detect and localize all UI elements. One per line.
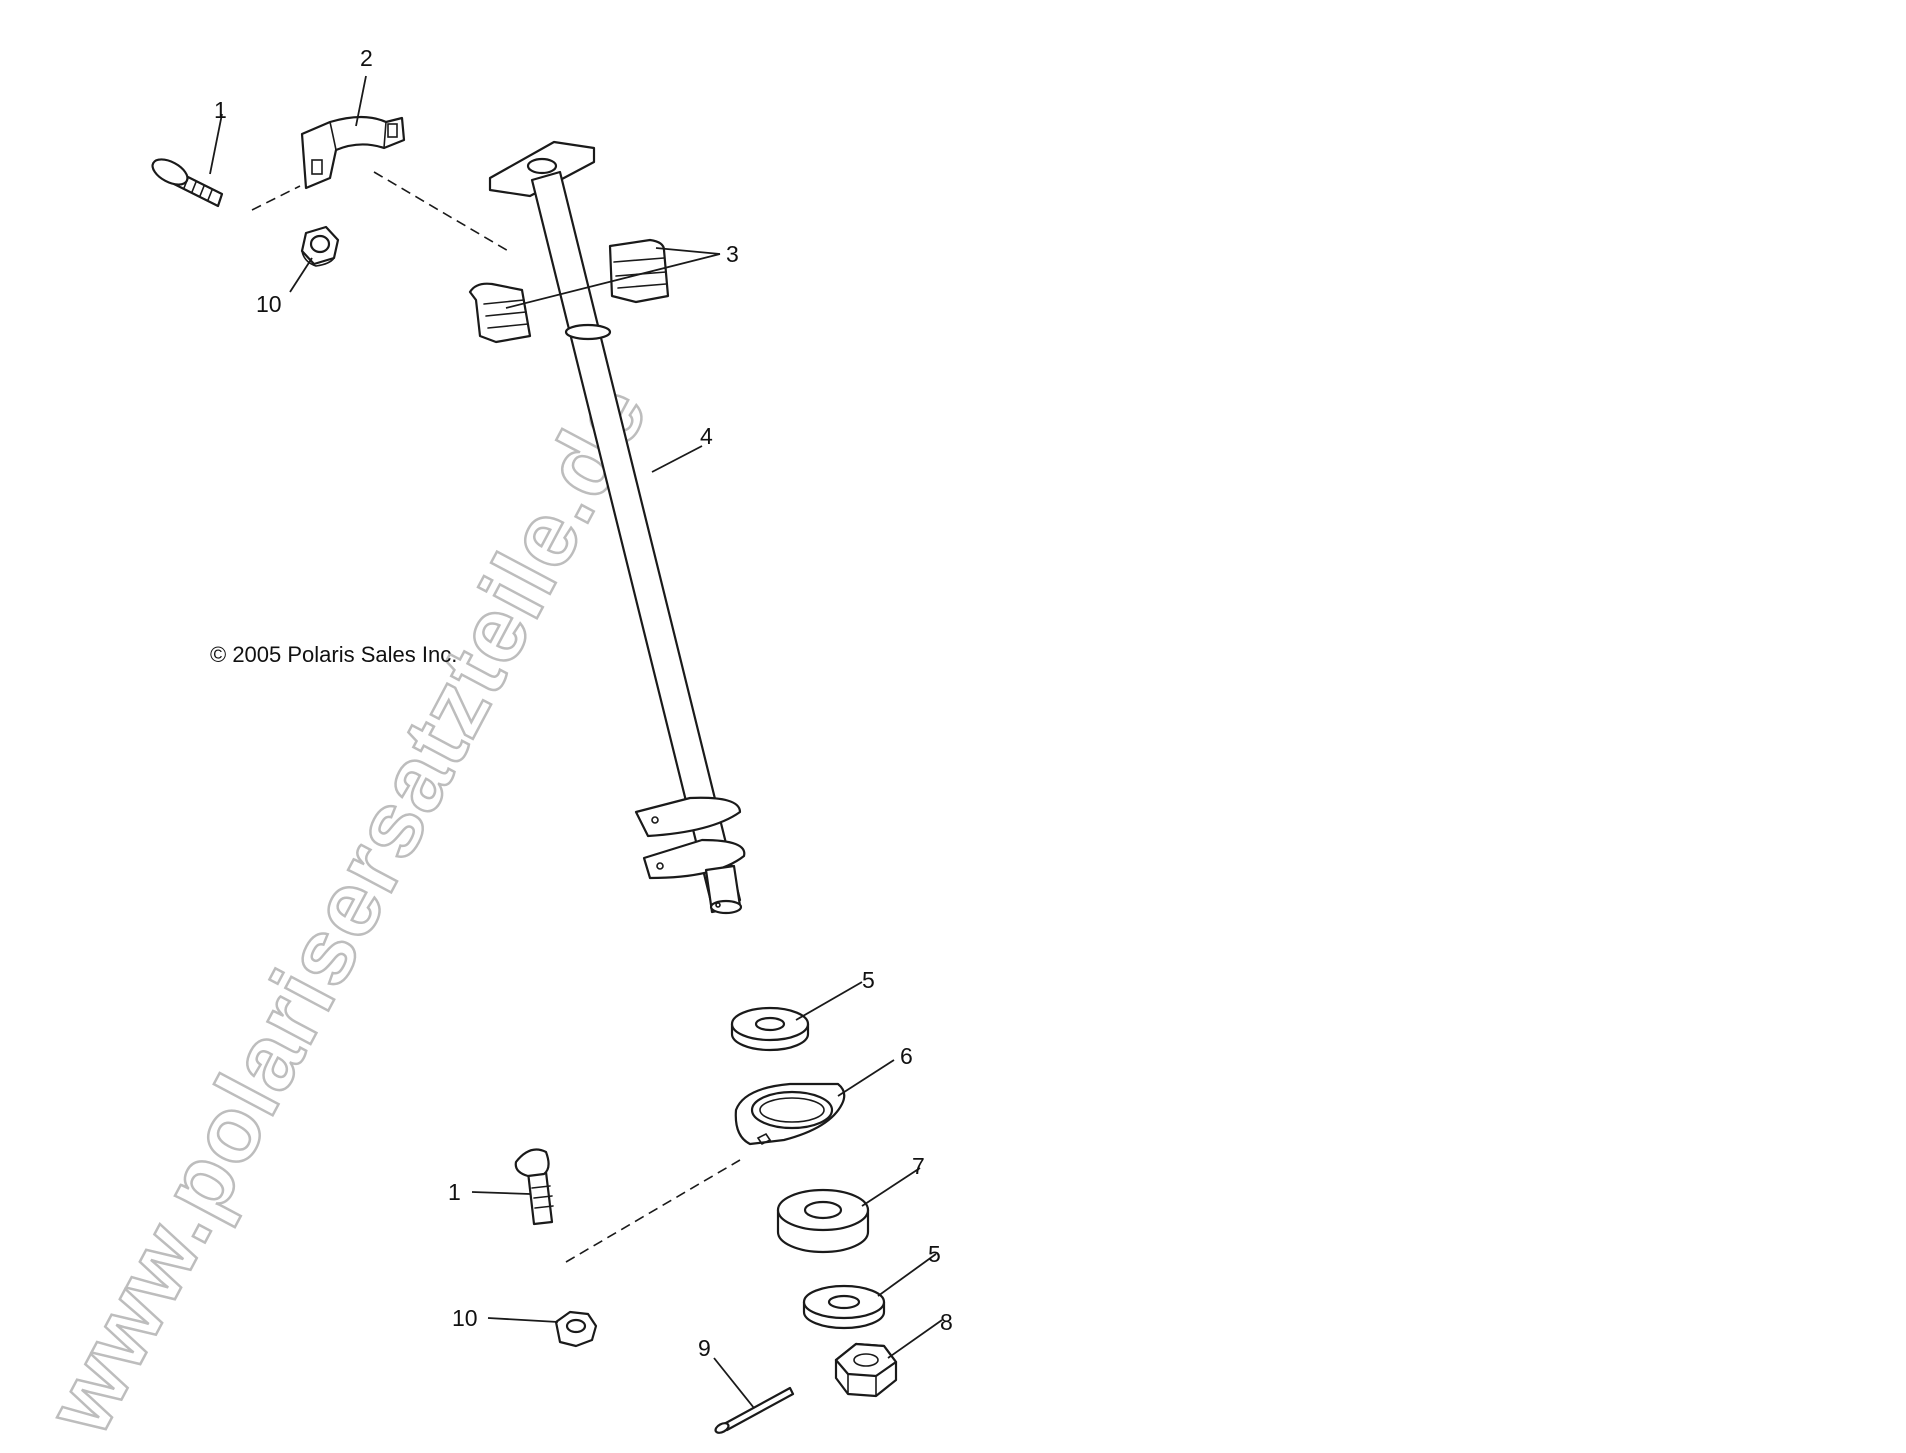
callout-3: 3 xyxy=(726,241,739,267)
watermark-text: www.polarisersatzteile.de xyxy=(27,367,667,1448)
callout-9: 9 xyxy=(698,1335,711,1361)
clamp-bracket xyxy=(300,115,406,190)
washer-top xyxy=(730,1006,810,1052)
callout-6: 6 xyxy=(900,1043,913,1069)
washer-bottom xyxy=(802,1284,886,1330)
callout-1-bottom: 1 xyxy=(448,1179,461,1205)
leader-lines xyxy=(209,75,943,1409)
callout-2: 2 xyxy=(360,45,373,71)
callout-10-bottom: 10 xyxy=(452,1305,478,1331)
callout-8: 8 xyxy=(940,1309,953,1335)
bearing-flange xyxy=(734,1082,846,1146)
bushing-left xyxy=(468,282,532,344)
castle-nut xyxy=(834,1342,898,1398)
carriage-bolt-top xyxy=(151,158,224,208)
callout-4: 4 xyxy=(700,423,713,449)
assembly-line-bolt xyxy=(251,185,301,211)
callout-5-top: 5 xyxy=(862,967,875,993)
assembly-line-clamp xyxy=(373,171,511,253)
steering-post xyxy=(488,140,746,915)
carriage-bolt-bottom xyxy=(514,1148,554,1226)
assembly-line-lower xyxy=(565,1159,741,1263)
callout-7: 7 xyxy=(912,1153,925,1179)
flange-nut-top xyxy=(300,225,340,267)
cotter-pin xyxy=(714,1386,795,1434)
flange-nut-bottom xyxy=(554,1310,598,1348)
copyright-text: © 2005 Polaris Sales Inc. xyxy=(210,642,457,667)
bushing-right xyxy=(608,238,670,304)
callout-1-top: 1 xyxy=(214,97,227,123)
callout-10-top: 10 xyxy=(256,291,282,317)
callout-5-bottom: 5 xyxy=(928,1241,941,1267)
thick-bushing xyxy=(776,1188,870,1254)
